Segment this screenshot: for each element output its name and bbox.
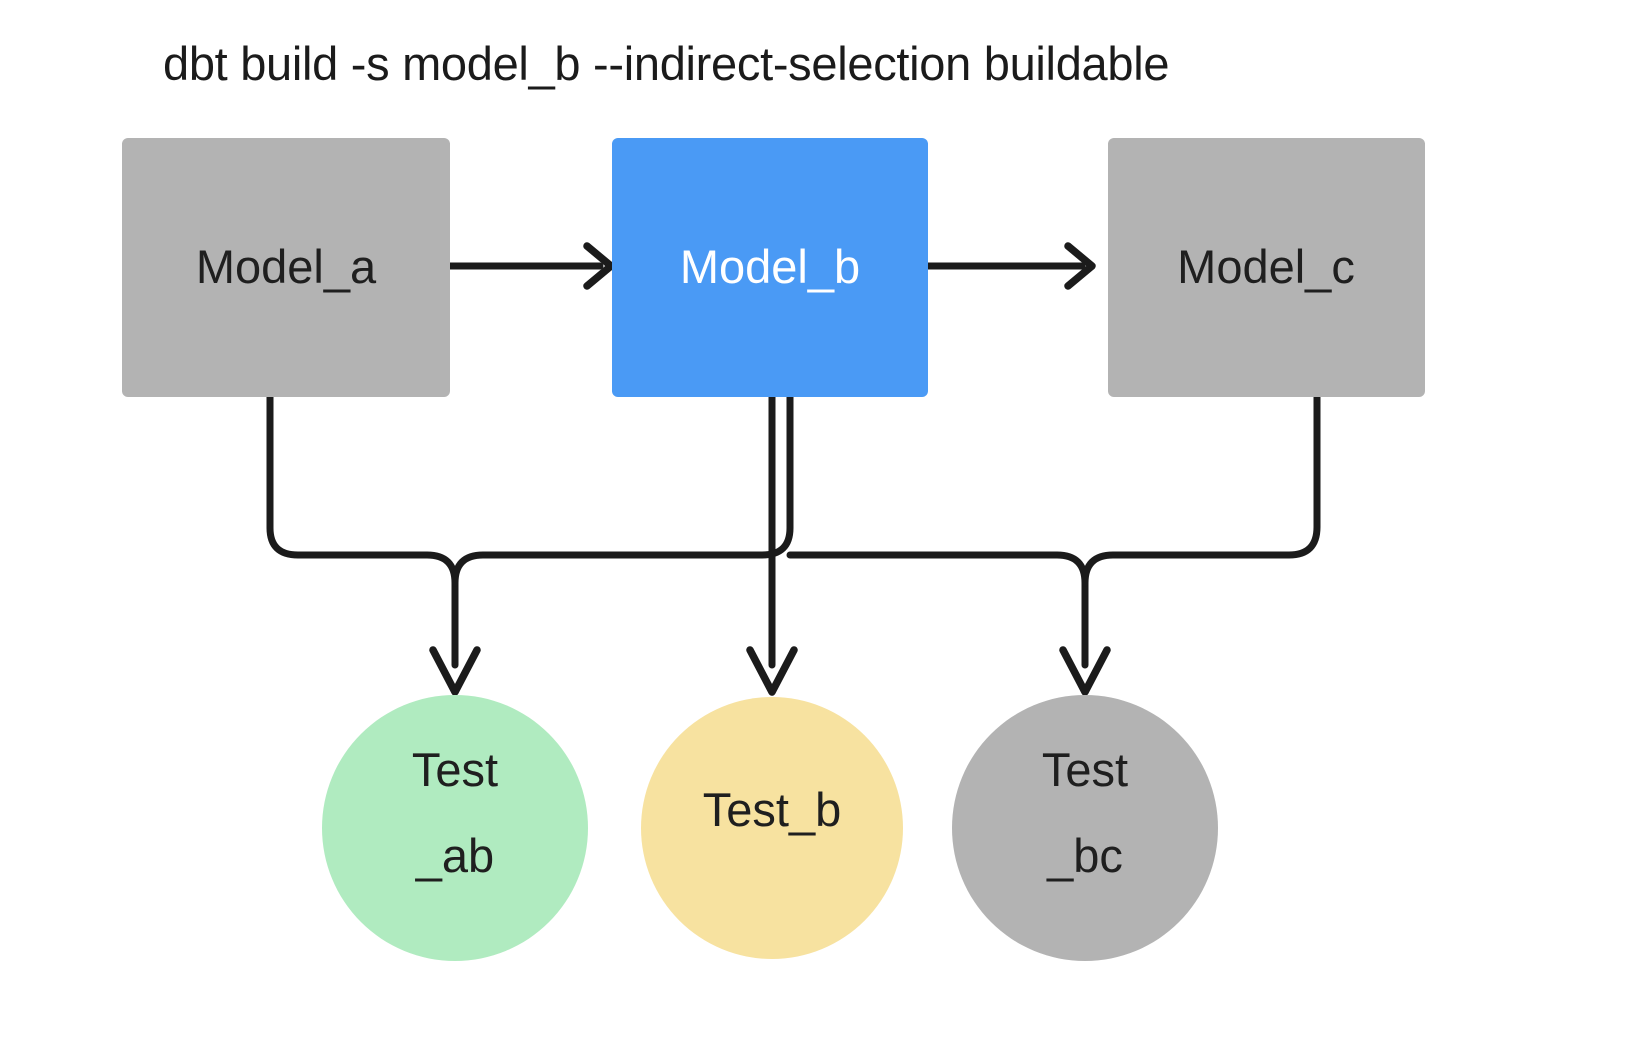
edge-model-b-to-model-c	[924, 242, 1096, 290]
node-test-bc[interactable]: Test _bc	[952, 695, 1218, 961]
test-bc-label-line1: Test	[1042, 743, 1128, 796]
node-model-b[interactable]: Model_b	[612, 138, 928, 397]
edge-model-b-to-test-ab	[451, 393, 794, 587]
model-b-label: Model_b	[680, 240, 860, 293]
edge-model-c-to-test-bc	[1081, 393, 1321, 587]
model-a-label: Model_a	[196, 240, 377, 293]
model-a-shape[interactable]	[122, 138, 450, 397]
node-model-c[interactable]: Model_c	[1108, 138, 1425, 397]
diagram-title: dbt build -s model_b --indirect-selectio…	[163, 37, 1169, 90]
test-b-shape[interactable]	[641, 697, 903, 959]
test-bc-shape[interactable]	[952, 695, 1218, 961]
test-ab-label-line1: Test	[412, 743, 498, 796]
node-test-ab[interactable]: Test _ab	[322, 695, 588, 961]
model-b-shape[interactable]	[612, 138, 928, 397]
arrowhead-into-test-bc	[1059, 646, 1111, 696]
model-c-label: Model_c	[1177, 240, 1355, 293]
test-bc-label-line2: _bc	[1046, 829, 1123, 882]
test-b-label-line1: Test_b	[703, 783, 841, 836]
model-c-shape[interactable]	[1108, 138, 1425, 397]
arrowhead-into-test-ab	[429, 646, 481, 696]
test-ab-shape[interactable]	[322, 695, 588, 961]
node-model-a[interactable]: Model_a	[122, 138, 450, 397]
connector-layer	[266, 242, 1321, 696]
edge-model-a-to-model-b	[446, 242, 615, 290]
test-ab-label-line2: _ab	[415, 829, 494, 882]
edge-model-b-to-test-bc	[786, 551, 1089, 669]
node-test-b[interactable]: Test_b	[641, 697, 903, 959]
edge-model-a-to-test-ab	[266, 393, 459, 669]
arrowhead-into-test-b	[746, 646, 798, 696]
